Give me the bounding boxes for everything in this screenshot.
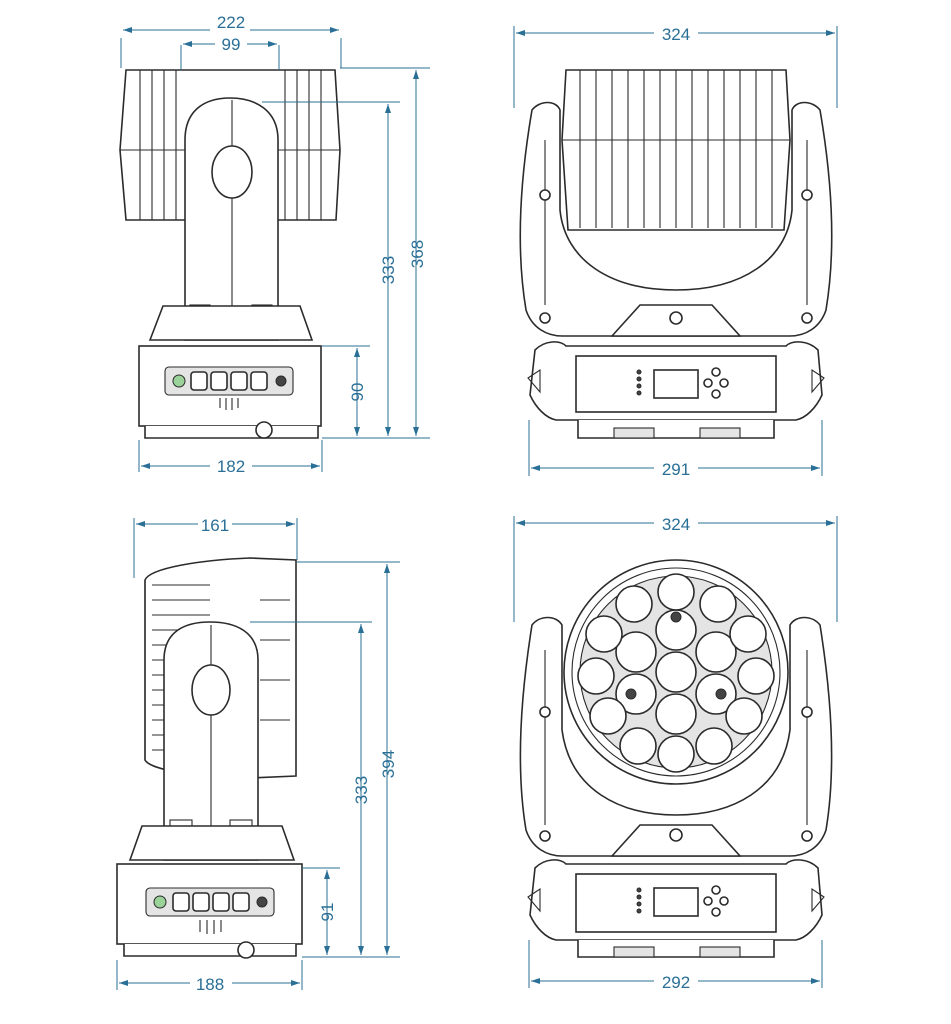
dim-base-height: 90 [348,383,367,402]
dim-front-base-width: 291 [662,460,690,479]
front-view-folded: 324 291 [513,23,838,479]
dim-total-height: 368 [408,240,427,268]
dims-side-tilted: 161 333 394 91 188 [116,514,400,994]
dim-lens-top-width: 324 [662,515,690,534]
dim-tilted-top-width: 161 [201,516,229,535]
dims-front-lens: 324 292 [513,513,838,992]
fixture-front-folded [519,69,833,439]
fixture-side-folded [119,69,341,439]
dim-top-inner: 99 [222,35,241,54]
side-view-tilted: 161 333 394 91 188 [116,514,400,994]
dim-tilted-base-width: 188 [196,975,224,994]
dims-side-folded: 222 99 333 368 90 182 [120,11,430,476]
fixture-front-lens [519,559,833,958]
dim-lens-base-width: 292 [662,973,690,992]
front-view-lens: 324 292 [513,513,838,992]
side-view-folded: 222 99 333 368 90 182 [119,11,430,476]
dim-tilted-head-height: 333 [352,776,371,804]
dim-tilted-total-height: 394 [379,750,398,778]
dim-tilted-base-height: 91 [318,903,337,922]
dim-base-width: 182 [217,457,245,476]
dim-top-width: 222 [217,13,245,32]
fixture-side-tilted [116,557,303,959]
dim-front-top-width: 324 [662,25,690,44]
dim-head-height: 333 [379,256,398,284]
dims-front-folded: 324 291 [513,23,838,479]
